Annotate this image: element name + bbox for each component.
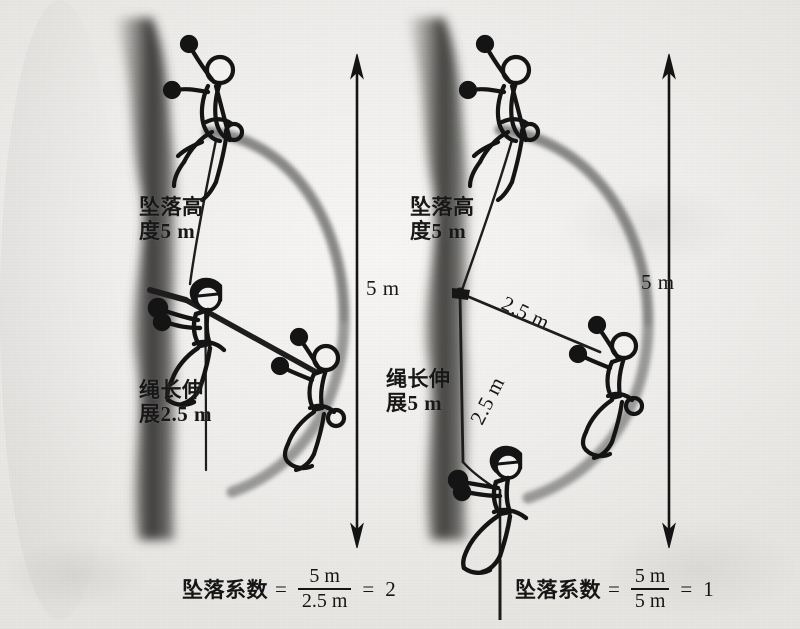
rock-face-right bbox=[404, 18, 474, 540]
formula-equals: = bbox=[275, 577, 287, 602]
formula-equals: = bbox=[608, 577, 620, 602]
belayer-figure-icon bbox=[447, 445, 529, 575]
anchor-point-icon bbox=[452, 287, 470, 300]
label-arrow-measure-right: 5 m bbox=[641, 270, 675, 295]
formula-lhs: 坠落系数 bbox=[182, 574, 268, 604]
formula-numerator: 5 m bbox=[631, 566, 670, 588]
climber-falling-icon bbox=[568, 315, 645, 461]
label-rope-length-right: 绳长伸 展5 m bbox=[386, 367, 451, 415]
belayer-figure-icon bbox=[147, 277, 227, 407]
formula-result-equals: = bbox=[680, 577, 692, 602]
formula-result: 1 bbox=[703, 577, 714, 602]
formula-fraction: 5 m 2.5 m bbox=[297, 566, 352, 612]
formula-fall-factor-left: 坠落系数 = 5 m 2.5 m = 2 bbox=[182, 566, 396, 612]
climber-figure-icon bbox=[162, 34, 245, 203]
formula-numerator: 5 m bbox=[305, 566, 344, 588]
climber-falling-icon bbox=[270, 327, 347, 473]
measure-arrow-right[interactable] bbox=[662, 53, 676, 549]
label-fall-height-right: 坠落高 度5 m bbox=[410, 195, 475, 243]
formula-denominator: 2.5 m bbox=[297, 588, 352, 612]
formula-fall-factor-right: 坠落系数 = 5 m 5 m = 1 bbox=[515, 566, 714, 612]
label-arrow-measure-left: 5 m bbox=[366, 276, 400, 301]
measure-arrow-left[interactable] bbox=[350, 53, 364, 549]
label-rope-length-left: 绳长伸 展2.5 m bbox=[139, 378, 212, 426]
formula-result: 2 bbox=[385, 577, 396, 602]
formula-lhs: 坠落系数 bbox=[515, 574, 601, 604]
rock-face-left bbox=[112, 18, 182, 540]
formula-result-equals: = bbox=[362, 577, 374, 602]
label-fall-height-left: 坠落高 度5 m bbox=[139, 195, 204, 243]
climber-figure-icon bbox=[458, 34, 541, 203]
formula-denominator: 5 m bbox=[630, 588, 670, 612]
formula-fraction: 5 m 5 m bbox=[630, 566, 670, 612]
